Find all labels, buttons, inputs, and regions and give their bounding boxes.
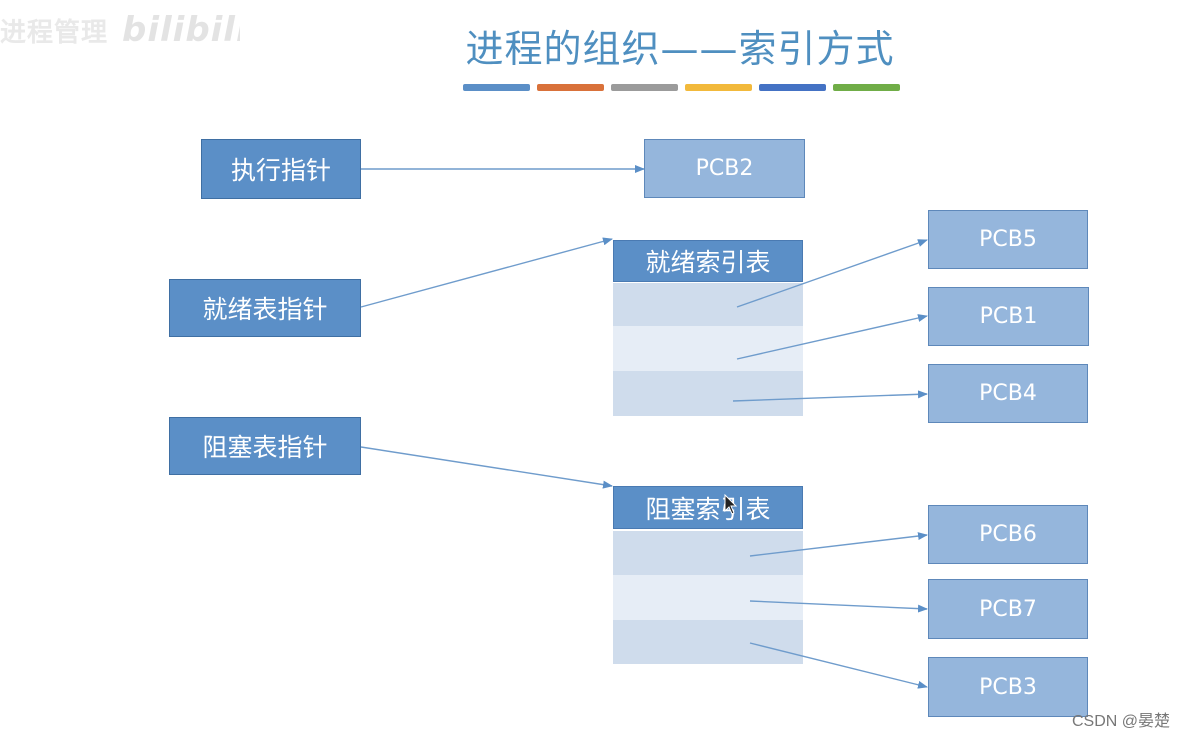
arrow-ready-row-2 (736, 314, 928, 360)
blocked-index-table-header: 阻塞索引表 (613, 486, 803, 529)
arrow-ready-row-3 (732, 390, 928, 402)
arrow-blocked-pointer (360, 446, 613, 489)
slide-title: 进程的组织——索引方式 (465, 27, 895, 71)
ready-index-table-header: 就绪索引表 (613, 240, 803, 282)
blocked-index-row (613, 620, 803, 664)
underline-stripe (759, 84, 826, 91)
blocked-pcb: PCB7 (928, 579, 1088, 639)
arrow-ready-pointer (360, 237, 613, 308)
ready-index-row (613, 326, 803, 371)
running-pcb: PCB2 (644, 139, 805, 198)
underline-stripe (611, 84, 678, 91)
arrow-blocked-row-3 (749, 642, 928, 689)
mouse-cursor-icon (724, 494, 738, 515)
exec-pointer: 执行指针 (201, 139, 361, 199)
underline-stripe (685, 84, 752, 91)
blocked-pcb: PCB3 (928, 657, 1088, 717)
blocked-table-pointer: 阻塞表指针 (169, 417, 361, 475)
ready-index-row (613, 283, 803, 326)
ready-pcb: PCB1 (928, 287, 1089, 346)
ready-table-pointer: 就绪表指针 (169, 279, 361, 337)
watermark: 进程管理 bilibili (0, 10, 240, 50)
underline-stripe (537, 84, 604, 91)
ready-index-row (613, 371, 803, 416)
arrow-ready-row-1 (736, 239, 928, 308)
ready-pcb: PCB4 (928, 364, 1088, 423)
credit-text: CSDN @晏楚 (1071, 713, 1170, 730)
bilibili-logo: bilibili (122, 10, 240, 50)
blocked-pcb: PCB6 (928, 505, 1088, 564)
underline-stripe (463, 84, 530, 91)
blocked-index-row (613, 575, 803, 620)
title-underline (463, 84, 905, 91)
underline-stripe (833, 84, 900, 91)
ready-pcb: PCB5 (928, 210, 1088, 269)
arrow-blocked-row-1 (749, 532, 928, 557)
watermark-text: 进程管理 (0, 18, 109, 48)
arrow-blocked-row-2 (749, 600, 928, 613)
